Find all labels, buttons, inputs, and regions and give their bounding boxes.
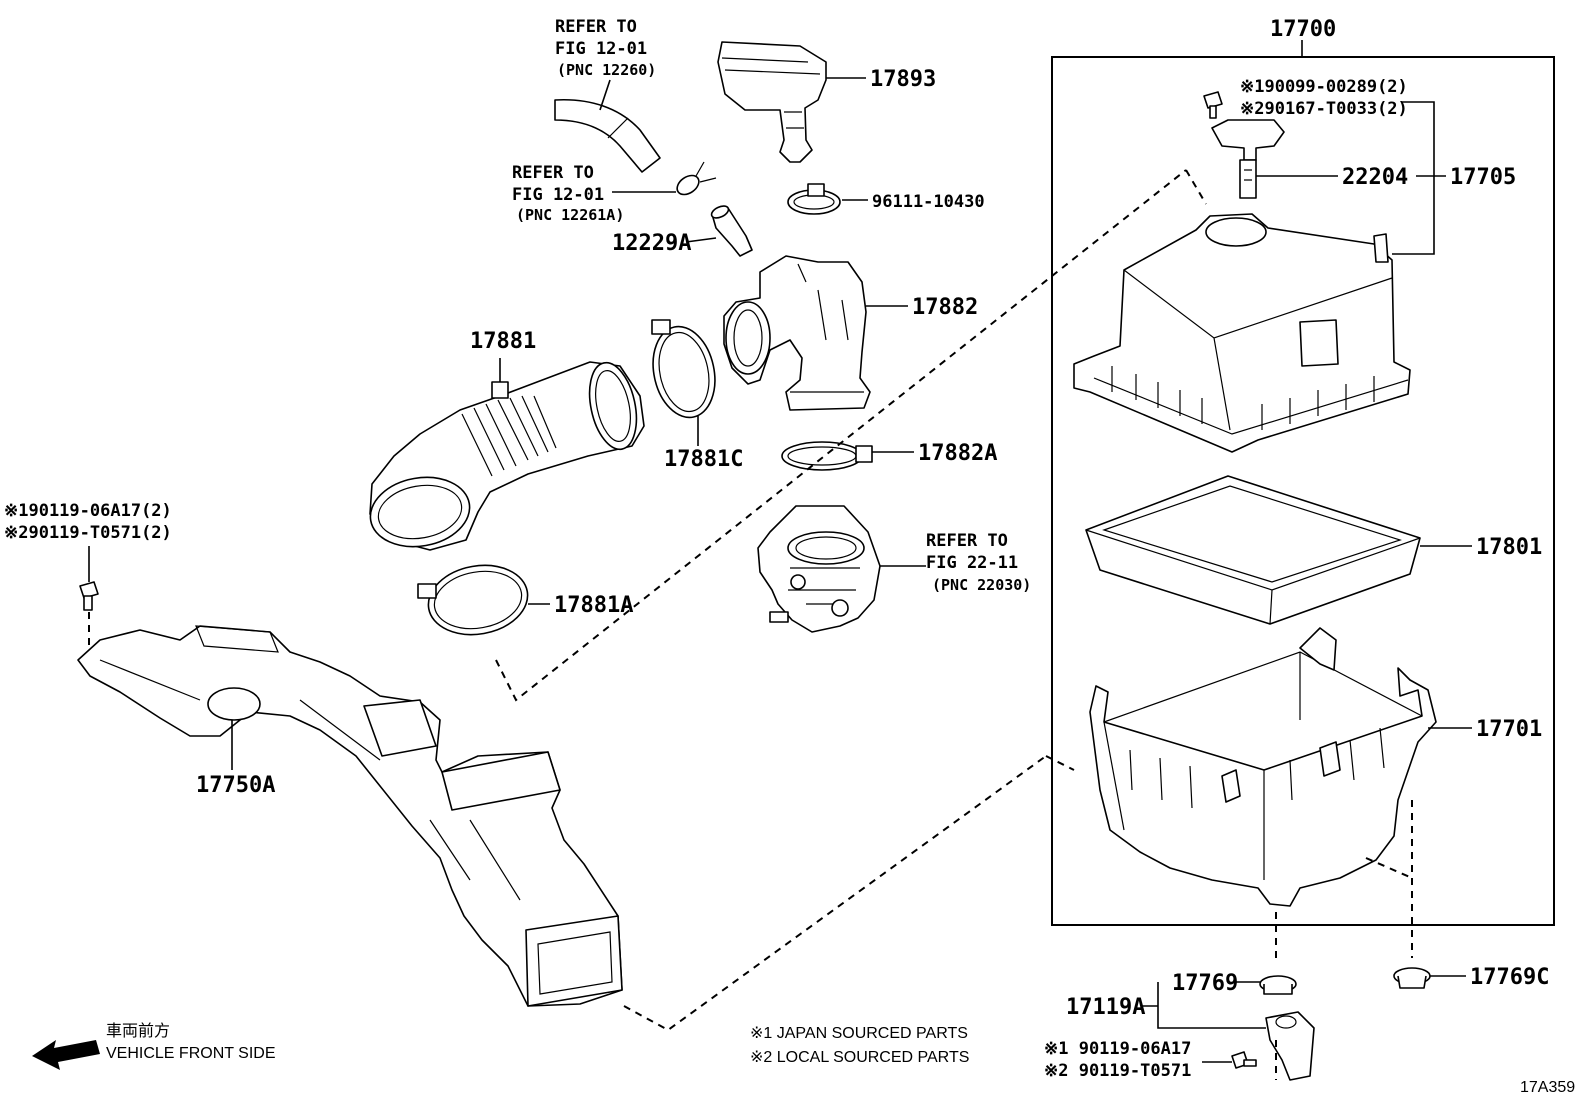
bolt-left (79, 581, 99, 611)
refer3-line3: (PNC 22030) (932, 576, 1031, 594)
clamp-17881c (651, 319, 716, 419)
refer2-line2: FIG 12-01 (512, 185, 604, 205)
label-17881: 17881 (470, 329, 536, 354)
label-17705: 17705 (1450, 165, 1516, 190)
label-17881a: 17881A (554, 593, 633, 618)
grommet-17769c (1393, 967, 1431, 989)
throttle-body (757, 505, 881, 633)
label-17700: 17700 (1270, 17, 1336, 42)
label-96111-10430: 96111-10430 (872, 192, 985, 212)
refer1-line3: (PNC 12260) (557, 61, 656, 79)
air-cleaner-case-17701 (1089, 627, 1437, 907)
dashed-link-duct-to-box (623, 755, 1047, 1032)
legend-note-local: ※2 LOCAL SOURCED PARTS (750, 1049, 969, 1066)
intake-snorkel-17893 (717, 41, 827, 163)
label-17769c: 17769C (1470, 965, 1549, 990)
label-17119a: 17119A (1066, 995, 1145, 1020)
label-17881c: 17881C (664, 447, 743, 472)
refer1-line1: REFER TO (555, 17, 637, 37)
inlet-duct-17750a (77, 625, 623, 1007)
label-bolt-bottom-2: ※2 90119-T0571 (1044, 1061, 1191, 1081)
label-bolt-top-1: ※190099-00289(2) (1240, 77, 1408, 97)
label-17750a: 17750A (196, 773, 275, 798)
legend-note-japan: ※1 JAPAN SOURCED PARTS (750, 1025, 968, 1042)
grommet-17769 (1259, 975, 1297, 995)
label-bolt-left-2: ※290119-T0571(2) (4, 523, 172, 543)
label-17882: 17882 (912, 295, 978, 320)
hose-clamp-96111 (787, 183, 841, 215)
direction-label-en: VEHICLE FRONT SIDE (106, 1045, 276, 1062)
label-bolt-top-2: ※290167-T0033(2) (1240, 99, 1408, 119)
label-bolt-bottom-1: ※1 90119-06A17 (1044, 1039, 1191, 1059)
bolt-bottom (1231, 1051, 1257, 1069)
air-filter-element-17801 (1085, 475, 1421, 625)
refer2-line3: (PNC 12261A) (516, 206, 624, 224)
reference-hose (554, 98, 661, 173)
connector-12229a (710, 205, 753, 257)
intake-hose-17881 (369, 361, 645, 551)
figure-id: 17A359 (1520, 1079, 1575, 1096)
refer3-line1: REFER TO (926, 531, 1008, 551)
label-17801: 17801 (1476, 535, 1542, 560)
refer2-line1: REFER TO (512, 163, 594, 183)
direction-label-jp: 車両前方 (106, 1022, 170, 1040)
dashed-link-hose-to-box (495, 169, 1187, 702)
label-17882a: 17882A (918, 441, 997, 466)
label-bolt-left-1: ※190119-06A17(2) (4, 501, 172, 521)
reference-clip (676, 161, 717, 196)
bracket-17119a (1265, 1011, 1315, 1081)
clamp-17882a (781, 441, 873, 471)
label-17701: 17701 (1476, 717, 1542, 742)
label-12229a: 12229A (612, 231, 691, 256)
assembly-box-17700 (1051, 56, 1555, 926)
label-22204: 22204 (1342, 165, 1408, 190)
label-17769: 17769 (1172, 971, 1238, 996)
air-duct-17882 (723, 255, 871, 411)
refer1-line2: FIG 12-01 (555, 39, 647, 59)
mass-airflow-sensor-22204 (1211, 119, 1285, 199)
arrow-left-icon (32, 1040, 100, 1070)
sensor-screw (1203, 91, 1223, 119)
label-17893: 17893 (870, 67, 936, 92)
air-cleaner-cap-17705 (1073, 213, 1411, 453)
clamp-17881a (417, 564, 529, 636)
refer3-line2: FIG 22-11 (926, 553, 1018, 573)
